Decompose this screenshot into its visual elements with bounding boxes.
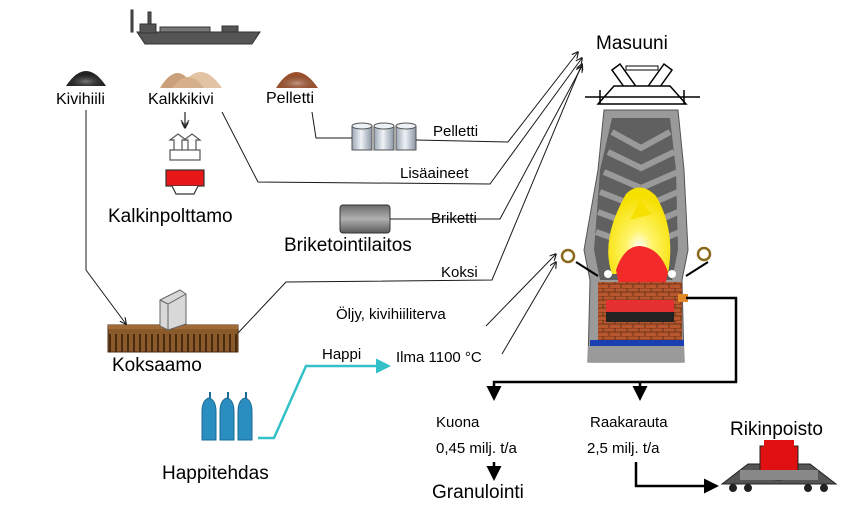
briketti-label: Briketti — [431, 210, 477, 227]
oxygen-tanks-icon — [201, 392, 253, 441]
ilma-label: Ilma 1100 °C — [396, 349, 482, 366]
torpedo-ladle-icon — [720, 440, 838, 492]
happi-label: Happi — [322, 346, 362, 363]
lime-kiln-icon — [165, 112, 205, 195]
pellet-pile-icon — [276, 72, 318, 88]
granulointi-label: Granulointi — [432, 482, 524, 503]
raakarauta-amount-label: 2,5 milj. t/a — [587, 440, 660, 457]
coal-pile-icon — [66, 71, 106, 86]
koksaamo-label: Koksaamo — [112, 355, 202, 376]
lisaaineet-label: Lisäaineet — [400, 165, 469, 182]
coke-oven-icon — [107, 289, 239, 353]
briquetting-press-icon — [339, 204, 391, 234]
pelletti-raw-label: Pelletti — [266, 90, 315, 107]
rikinpoisto-label: Rikinpoisto — [730, 419, 823, 440]
koksi-label: Koksi — [441, 264, 478, 281]
oljy-label: Öljy, kivihiiliterva — [336, 306, 446, 323]
kalkinpolttamo-label: Kalkinpolttamo — [108, 206, 233, 227]
briketointilaitos-label: Briketointilaitos — [284, 235, 412, 256]
pellet-drums-icon — [351, 122, 417, 151]
happitehdas-label: Happitehdas — [162, 463, 269, 484]
kivihiili-label: Kivihiili — [56, 91, 105, 108]
raakarauta-label: Raakarauta — [590, 414, 668, 431]
kalkkikivi-label: Kalkkikivi — [148, 91, 214, 108]
kuona-label: Kuona — [436, 414, 480, 431]
blast-furnace-icon — [560, 62, 712, 363]
pelletti-feed-label: Pelletti — [433, 123, 479, 140]
kuona-amount-label: 0,45 milj. t/a — [436, 440, 517, 457]
masuuni-label: Masuuni — [596, 33, 668, 54]
ship-icon — [130, 9, 261, 45]
limestone-pile-icon — [160, 72, 222, 88]
